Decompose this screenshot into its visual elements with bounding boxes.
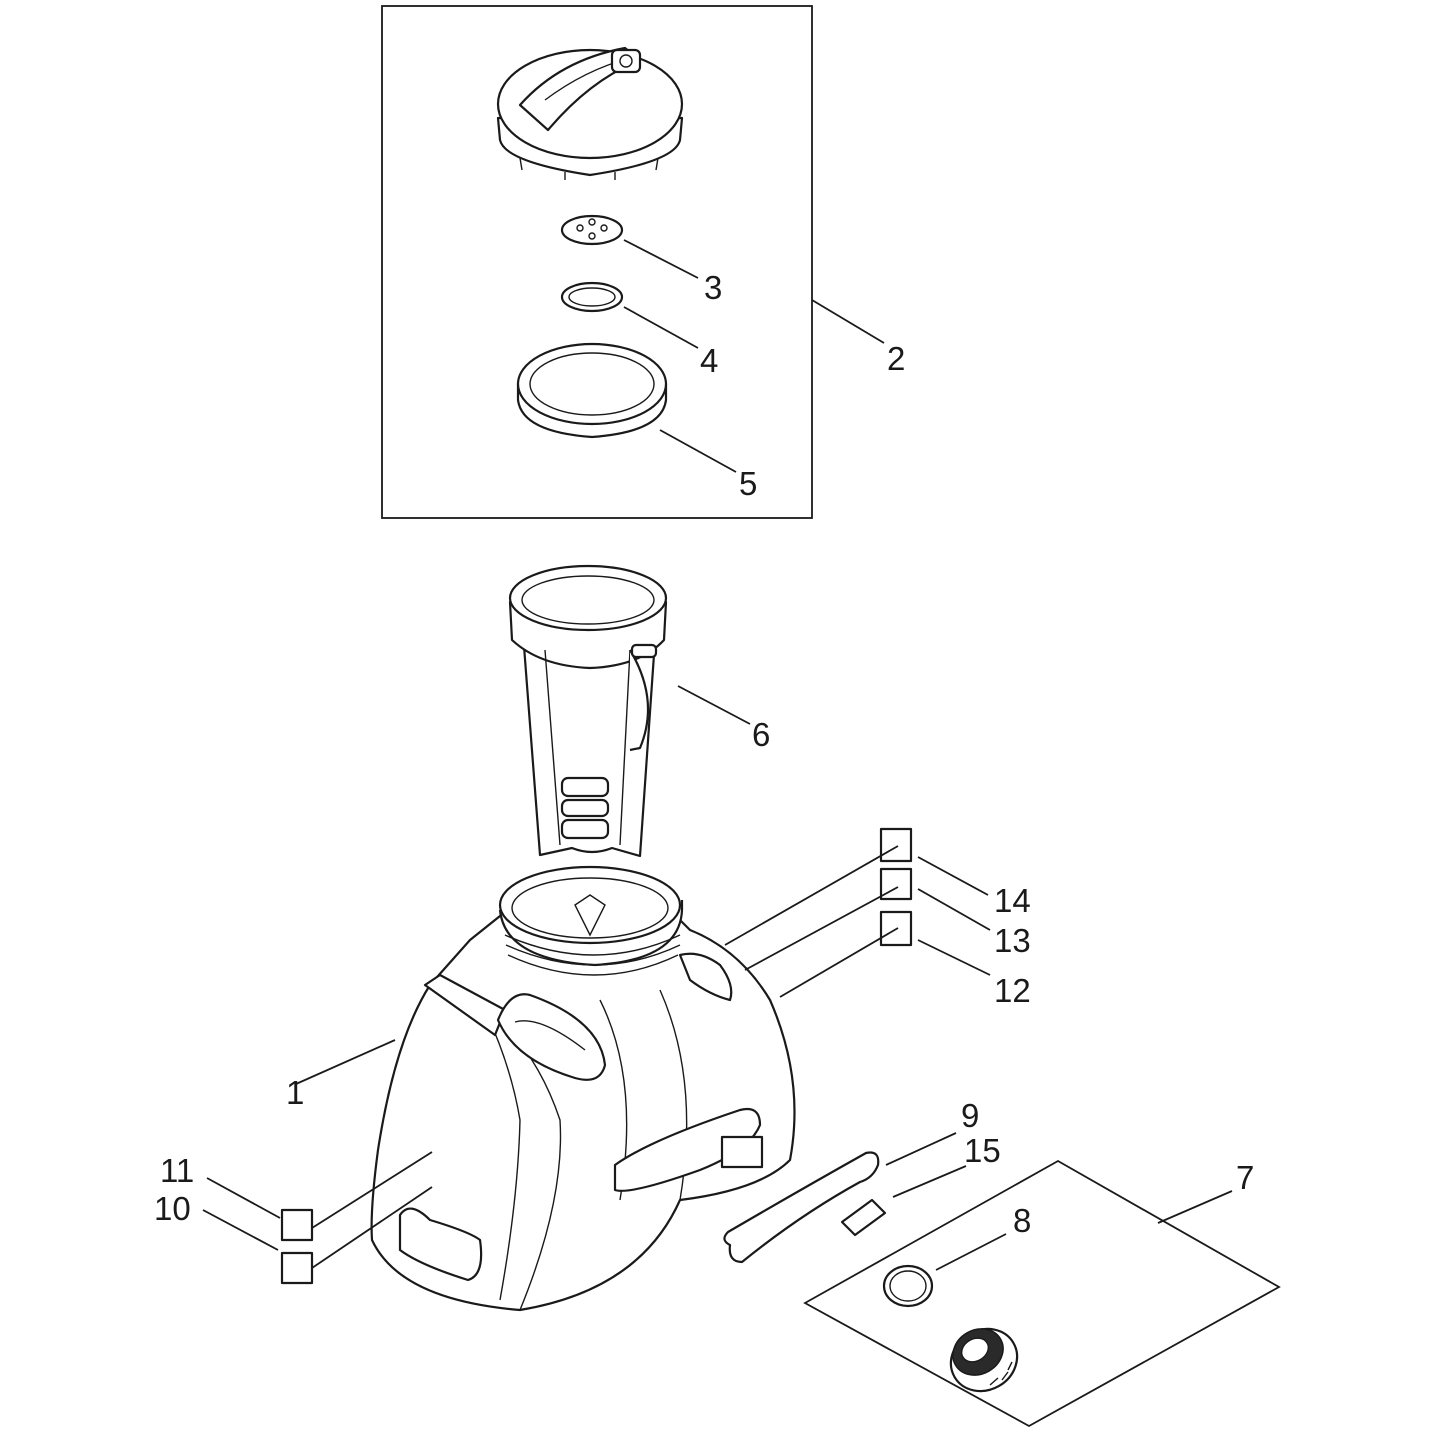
callout-10: 10 <box>154 1190 191 1227</box>
callout-9: 9 <box>961 1097 979 1134</box>
callout-12: 12 <box>994 972 1031 1009</box>
callout-14: 14 <box>994 882 1031 919</box>
callout-6: 6 <box>752 716 770 753</box>
callout-8: 8 <box>1013 1202 1031 1239</box>
disc-part <box>560 214 624 246</box>
label-11-part <box>280 1208 314 1242</box>
callout-4: 4 <box>700 342 718 379</box>
callout-15: 15 <box>964 1132 1001 1169</box>
decal-part <box>723 1151 880 1264</box>
kit-7-outline <box>803 1159 1281 1428</box>
leader-lines <box>202 239 1233 1271</box>
small-o-ring-part <box>560 281 624 313</box>
label-15-part <box>840 1198 887 1237</box>
label-14-part <box>879 827 913 863</box>
drain-cap-part <box>949 1327 1019 1393</box>
callout-2: 2 <box>887 340 905 377</box>
kit-2-box <box>381 5 813 519</box>
callout-13: 13 <box>994 922 1031 959</box>
strainer-basket-part <box>508 564 668 858</box>
callout-7: 7 <box>1236 1159 1254 1196</box>
callout-3: 3 <box>704 269 722 306</box>
label-10-part <box>280 1251 314 1285</box>
callout-11: 11 <box>160 1152 194 1189</box>
tank-part <box>370 865 796 1312</box>
drain-o-ring-part <box>882 1264 934 1308</box>
callout-5: 5 <box>739 465 757 502</box>
lid-part <box>496 46 684 180</box>
large-gasket-part <box>516 342 668 439</box>
callout-1: 1 <box>286 1074 304 1111</box>
